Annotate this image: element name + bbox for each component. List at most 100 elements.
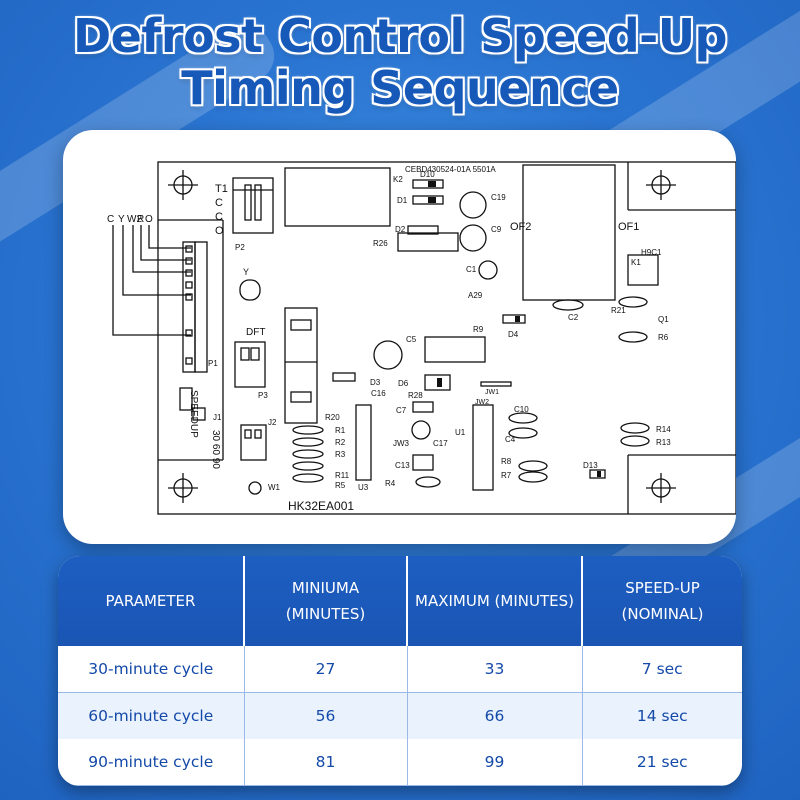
cell-max: 99 — [407, 739, 583, 786]
board-outline — [157, 161, 736, 515]
cell-speedup: 7 sec — [582, 646, 742, 693]
label-u3: U3 — [358, 483, 369, 492]
label-d4: D4 — [508, 330, 519, 339]
table-row: 30-minute cycle 27 33 7 sec — [58, 646, 742, 693]
label-dft: DFT — [246, 327, 265, 338]
label-c7: C7 — [396, 406, 407, 415]
label-timings: 30 60 90 — [210, 430, 221, 469]
connector-p2 — [232, 177, 274, 234]
terminal-o: O — [145, 214, 153, 225]
label-r11: R11 — [335, 471, 350, 480]
label-jw3: JW3 — [393, 439, 410, 448]
cell-parameter: 90-minute cycle — [58, 739, 245, 786]
label-d1: D1 — [397, 196, 408, 205]
header-minimum: MINIUMA (MINUTES) — [244, 556, 408, 646]
label-c13: C13 — [395, 461, 410, 470]
capacitor-c5 — [373, 340, 403, 370]
label-j1: J1 — [213, 413, 222, 422]
mounting-hole — [646, 473, 676, 503]
header-maximum: MAXIMUM (MINUTES) — [407, 556, 583, 646]
cell-min: 56 — [244, 692, 408, 739]
label-r8: R8 — [501, 457, 512, 466]
label-r5: R5 — [335, 481, 346, 490]
resistor-r9 — [424, 336, 486, 363]
label-c4: C4 — [505, 435, 516, 444]
terminal-c: C — [107, 214, 114, 225]
label-a29: A29 — [468, 291, 483, 300]
relay-k1 — [522, 164, 616, 301]
label-c: C — [215, 197, 223, 209]
speedup-jumper-j1 — [179, 387, 193, 411]
label-k2: K2 — [393, 175, 403, 184]
connector-p3 — [234, 341, 266, 388]
label-t1: T1 — [215, 183, 228, 195]
label-r1: R1 — [335, 426, 346, 435]
cell-parameter: 60-minute cycle — [58, 692, 245, 739]
label-d2: D2 — [395, 225, 406, 234]
label-r28: R28 — [408, 391, 423, 400]
label-p1: P1 — [208, 359, 218, 368]
board-part-number: CEBD430524-01A 5501A — [405, 165, 496, 174]
terminal-w2: W2 — [127, 214, 142, 225]
header-parameter: PARAMETER — [58, 556, 245, 646]
table-header-row: PARAMETER MINIUMA (MINUTES) MAXIMUM (MIN… — [58, 556, 742, 646]
jumper-j2 — [240, 424, 267, 461]
cell-max: 33 — [407, 646, 583, 693]
label-c16: C16 — [371, 389, 386, 398]
page-title: Defrost Control Speed-Up Timing Sequence — [0, 10, 800, 114]
label-d6: D6 — [398, 379, 409, 388]
connector-p1 — [182, 241, 196, 373]
resistor-r26 — [397, 232, 459, 252]
board-model: HK32EA001 — [288, 499, 354, 513]
label-r26: R26 — [373, 239, 388, 248]
capacitor-c19 — [459, 191, 487, 219]
cell-max: 66 — [407, 692, 583, 739]
chip-u3 — [355, 404, 372, 481]
timing-table: PARAMETER MINIUMA (MINUTES) MAXIMUM (MIN… — [58, 556, 742, 786]
label-r21: R21 — [611, 306, 626, 315]
label-jw2: JW2 — [475, 399, 489, 406]
label-c19: C19 — [491, 193, 506, 202]
label-r20: R20 — [325, 413, 340, 422]
label-p3: P3 — [258, 391, 268, 400]
label-c: C — [215, 211, 223, 223]
label-r7: R7 — [501, 471, 512, 480]
label-r4: R4 — [385, 479, 396, 488]
cell-min: 27 — [244, 646, 408, 693]
label-y: Y — [243, 267, 249, 277]
cell-parameter: 30-minute cycle — [58, 646, 245, 693]
label-r6: R6 — [658, 333, 669, 342]
label-c2: C2 — [568, 313, 579, 322]
label-o: O — [215, 225, 224, 237]
table-row: 60-minute cycle 56 66 14 sec — [58, 692, 742, 739]
label-c5: C5 — [406, 335, 417, 344]
mounting-hole — [646, 170, 676, 200]
terminal-r: R — [137, 214, 144, 225]
circuit-board-card: CEBD430524-01A 5501A HK32EA001 O R W2 Y … — [63, 130, 736, 544]
label-r13: R13 — [656, 438, 671, 447]
label-h9c1: H9C1 — [641, 248, 662, 257]
label-speedup: SPEEDUP — [188, 390, 199, 438]
relay-k2 — [284, 167, 391, 227]
cell-min: 81 — [244, 739, 408, 786]
label-r2: R2 — [335, 438, 346, 447]
chip-u1 — [472, 404, 494, 491]
table-row: 90-minute cycle 81 99 21 sec — [58, 739, 742, 786]
cell-speedup: 14 sec — [582, 692, 742, 739]
label-r3: R3 — [335, 450, 346, 459]
label-j2: J2 — [268, 418, 277, 427]
label-u1: U1 — [455, 428, 466, 437]
terminal-y: Y — [118, 214, 125, 225]
label-c10: C10 — [514, 405, 529, 414]
header-speedup: SPEED-UP (NOMINAL) — [582, 556, 742, 646]
title-line-1: Defrost Control Speed-Up — [73, 9, 728, 63]
label-c1: C1 — [466, 265, 477, 274]
label-r9: R9 — [473, 325, 484, 334]
label-d10: D10 — [420, 170, 435, 179]
label-of1: OF1 — [618, 221, 639, 233]
label-q1: Q1 — [658, 315, 669, 324]
label-w1: W1 — [268, 483, 281, 492]
title-line-2: Timing Sequence — [181, 61, 619, 115]
label-k1: K1 — [631, 258, 641, 267]
label-p2: P2 — [235, 243, 245, 252]
